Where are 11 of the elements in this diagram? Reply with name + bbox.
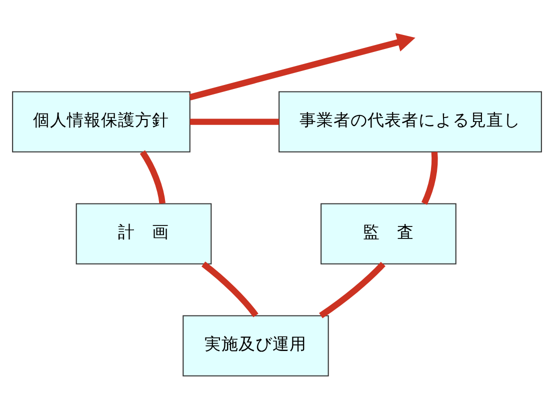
- connector: [140, 150, 166, 204]
- node-box: 監 査: [320, 203, 456, 264]
- connector: [421, 152, 438, 205]
- arrow: [189, 33, 416, 100]
- node-box: 個人情報保護方針: [12, 91, 190, 152]
- node-box: 事業者の代表者による見直し: [278, 91, 542, 152]
- node-box: 計 画: [76, 203, 212, 264]
- node-box: 実施及び運用: [182, 315, 329, 376]
- connector: [319, 262, 386, 318]
- connector: [201, 262, 258, 318]
- connector: [190, 118, 280, 125]
